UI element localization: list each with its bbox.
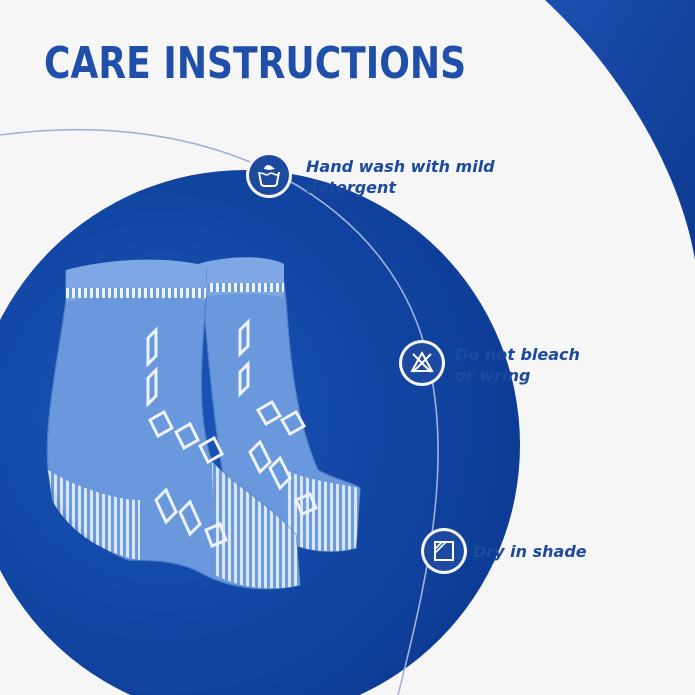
corner-arc-shape (545, 0, 695, 260)
instruction-line: detergent (306, 178, 397, 197)
instruction-line: Hand wash with mild (306, 157, 495, 176)
dry-in-shade-icon (424, 531, 464, 571)
instruction-line: Dry in shade (473, 542, 587, 561)
no-bleach-icon (402, 343, 442, 383)
ankle-sleeve-back (198, 257, 361, 552)
instruction-label-hand-wash: Hand wash with mild detergent (306, 156, 495, 198)
instruction-line: Do not bleach (455, 345, 580, 364)
instruction-line: or wring (455, 366, 531, 385)
hand-wash-icon (249, 155, 289, 195)
ankle-sleeve-front (46, 259, 301, 590)
page-title: CARE INSTRUCTIONS (44, 38, 467, 89)
instruction-label-dry-in-shade: Dry in shade (473, 541, 587, 562)
instruction-label-no-bleach: Do not bleach or wring (455, 344, 580, 386)
